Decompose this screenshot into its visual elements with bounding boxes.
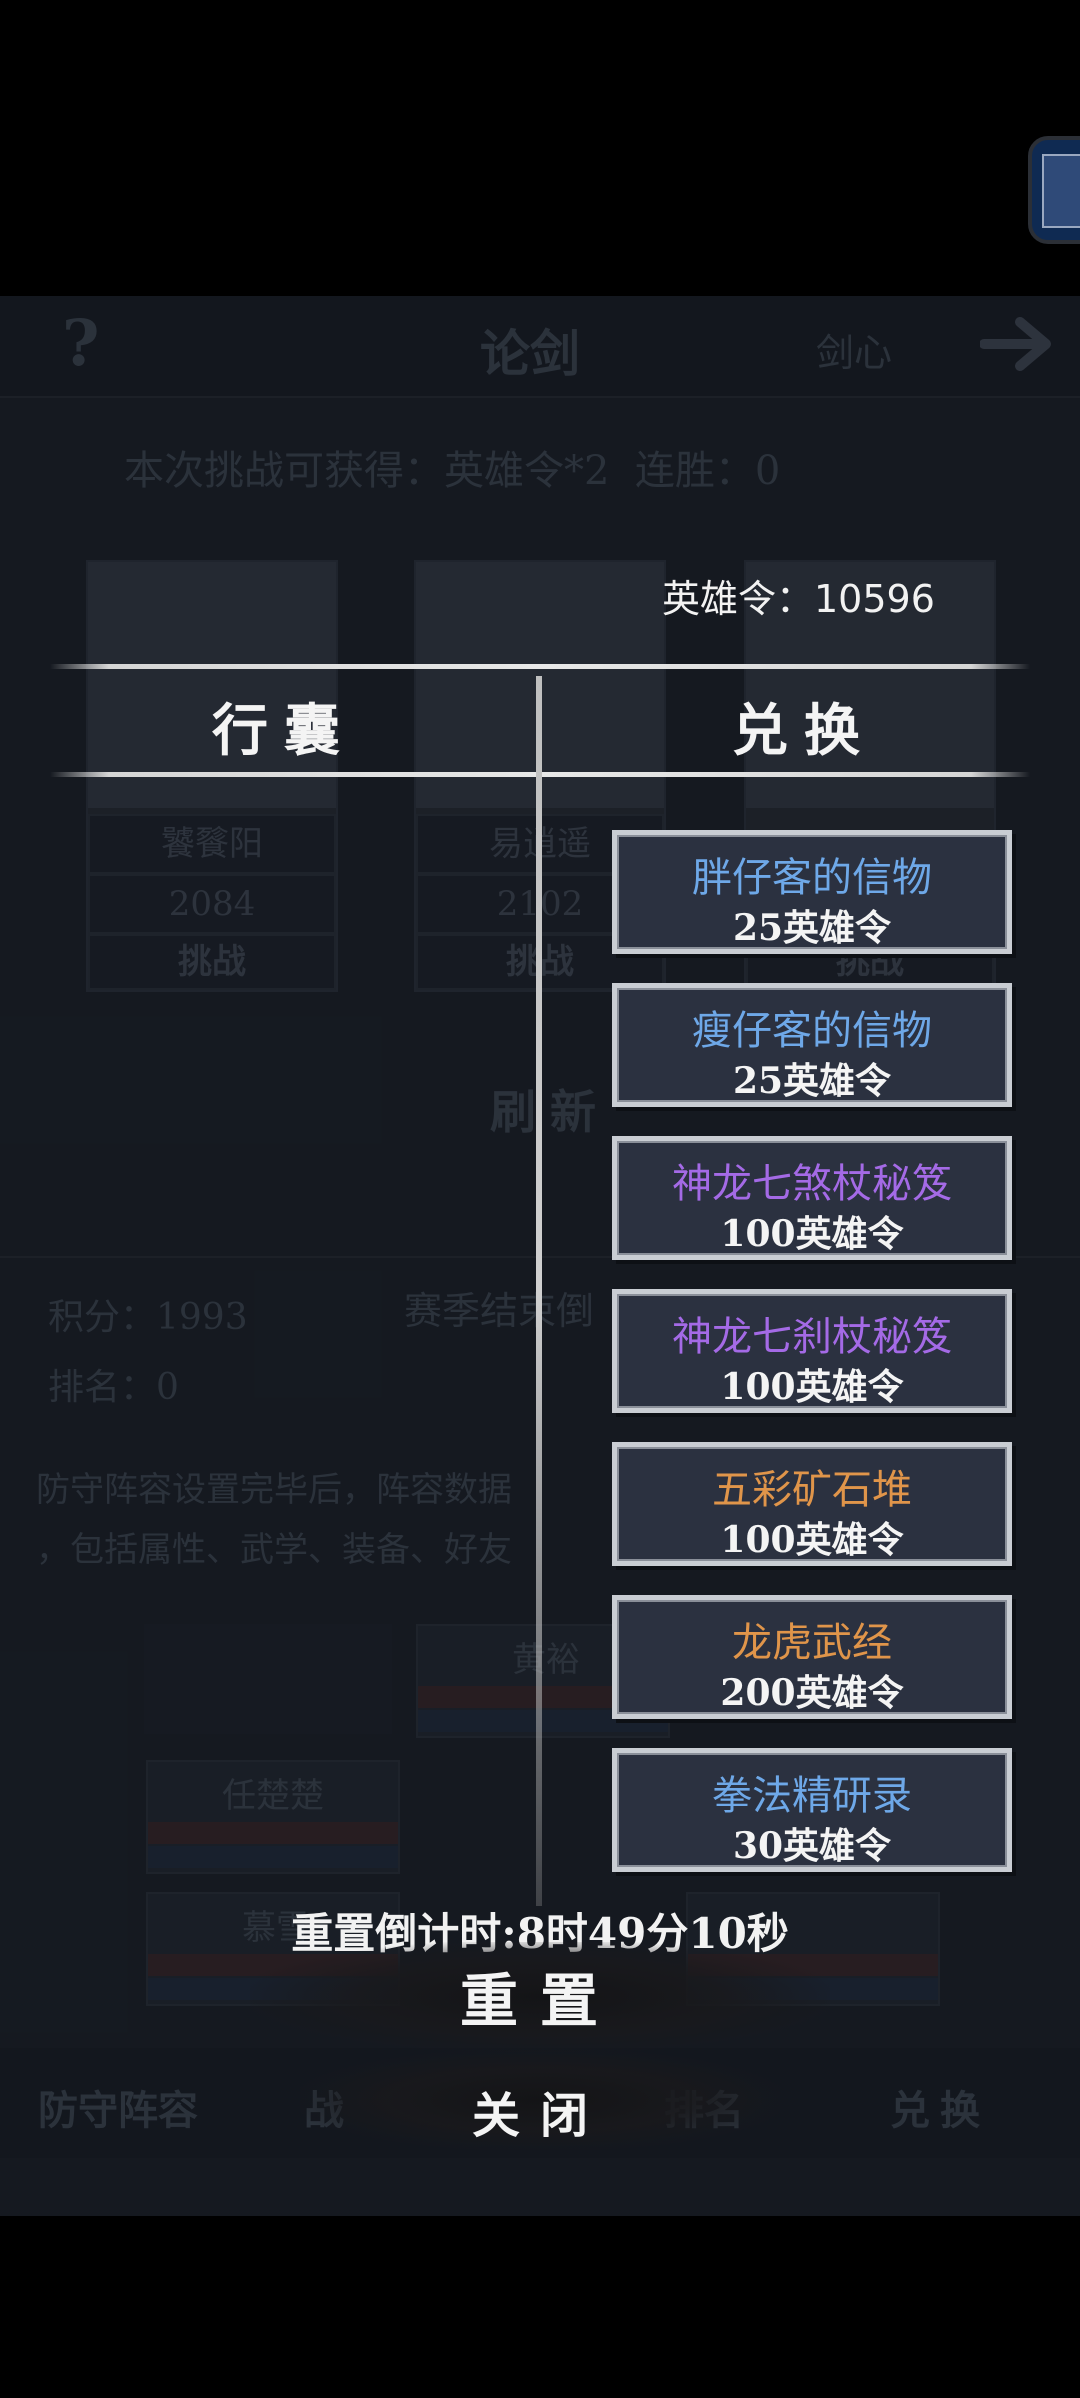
- column-divider: [536, 676, 542, 1906]
- description-line-1: 防守阵容设置完毕后，阵容数据: [36, 1470, 512, 1510]
- top-bar: ? 论剑 剑心: [0, 296, 1080, 398]
- exchange-item-cost: 25英雄令: [732, 907, 892, 949]
- opponent-name: 饕餮阳: [88, 814, 336, 874]
- arrow-right-icon[interactable]: [979, 314, 1060, 374]
- exchange-item-cost: 100英雄令: [720, 1366, 904, 1408]
- opponent-score: 2084: [88, 874, 336, 934]
- challenge-button[interactable]: 挑战: [88, 934, 336, 990]
- points-text: 积分：1993: [48, 1297, 248, 1338]
- nav-exchange[interactable]: 兑换: [890, 2087, 990, 2134]
- exchange-item-button[interactable]: 龙虎武经 200英雄令: [612, 1595, 1012, 1719]
- top-divider: [50, 664, 1030, 669]
- exchange-item-name: 瘦仔客的信物: [692, 1008, 932, 1054]
- close-button[interactable]: 关闭: [471, 2088, 608, 2144]
- currency-counter: 英雄令：10596: [662, 577, 935, 621]
- exchange-item-name: 神龙七刹杖秘笈: [672, 1314, 952, 1360]
- opponent-portrait: [88, 562, 336, 808]
- hp-bar: [418, 1686, 668, 1708]
- close-button-bg: [300, 2050, 780, 2150]
- tab-inventory[interactable]: 行囊: [212, 698, 356, 764]
- exchange-item-cost: 100英雄令: [720, 1519, 904, 1561]
- reset-button-bg: [250, 1942, 830, 2052]
- exchange-item-name: 龙虎武经: [732, 1620, 892, 1666]
- exchange-item-name: 五彩矿石堆: [712, 1467, 912, 1513]
- season-end-text: 赛季结束倒: [404, 1289, 595, 1333]
- mp-bar: [148, 1846, 398, 1868]
- exchange-item-name: 胖仔客的信物: [692, 855, 932, 901]
- description-line-2: ，包括属性、武学、装备、好友: [36, 1530, 512, 1570]
- bottom-letterbox: [0, 2216, 1080, 2398]
- hp-bar: [148, 1822, 398, 1844]
- exchange-item-button[interactable]: 神龙七煞杖秘笈 100英雄令: [612, 1136, 1012, 1260]
- exchange-item-cost: 200英雄令: [720, 1672, 904, 1714]
- refresh-button[interactable]: 刷新: [490, 1085, 610, 1139]
- defender-slot[interactable]: [144, 1624, 392, 1734]
- screen-title: 论剑: [480, 324, 580, 383]
- defender-name: 慕雪: [242, 1908, 310, 1948]
- exchange-item-name: 神龙七煞杖秘笈: [672, 1161, 952, 1207]
- exchange-item-button[interactable]: 拳法精研录 30英雄令: [612, 1748, 1012, 1872]
- exchange-item-button[interactable]: 神龙七刹杖秘笈 100英雄令: [612, 1289, 1012, 1413]
- defender-name: 黄裕: [512, 1640, 580, 1680]
- question-mark-icon[interactable]: ?: [62, 306, 100, 381]
- nav-defense-lineup[interactable]: 防守阵容: [38, 2087, 198, 2134]
- badge-inner: [1042, 154, 1080, 228]
- exchange-item-cost: 30英雄令: [732, 1825, 892, 1867]
- exchange-item-cost: 100英雄令: [720, 1213, 904, 1255]
- exchange-item-button[interactable]: 五彩矿石堆 100英雄令: [612, 1442, 1012, 1566]
- tab-exchange[interactable]: 兑换: [732, 698, 876, 764]
- reward-line: 本次挑战可获得：英雄令*2 连胜：0: [124, 448, 781, 494]
- reset-button[interactable]: 重置: [459, 1967, 620, 2035]
- exchange-item-name: 拳法精研录: [712, 1773, 912, 1819]
- floating-badge-icon[interactable]: [1028, 136, 1080, 244]
- defender-card[interactable]: 任楚楚: [146, 1760, 400, 1874]
- tab-jianxin[interactable]: 剑心: [816, 331, 893, 375]
- exchange-item-button[interactable]: 瘦仔客的信物 25英雄令: [612, 983, 1012, 1107]
- mp-bar: [418, 1710, 668, 1732]
- exchange-item-button[interactable]: 胖仔客的信物 25英雄令: [612, 830, 1012, 954]
- defender-name: 任楚楚: [222, 1776, 324, 1816]
- opponent-portrait: [746, 562, 994, 808]
- exchange-item-cost: 25英雄令: [732, 1060, 892, 1102]
- rank-text: 排名：0: [48, 1367, 179, 1408]
